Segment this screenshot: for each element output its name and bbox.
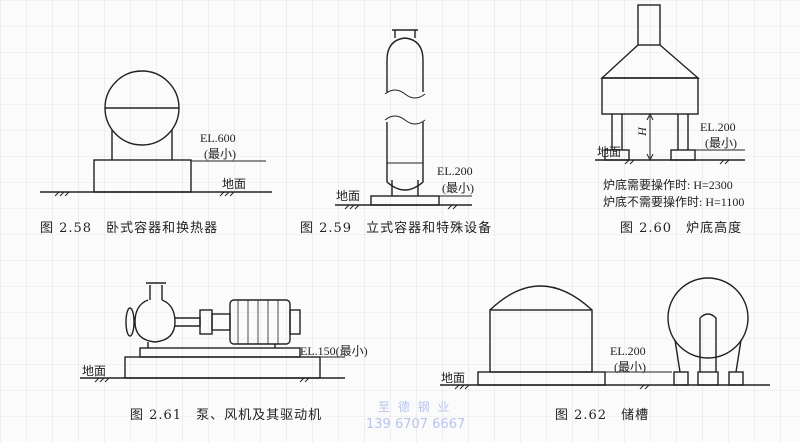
figure-caption: 图 2.60 炉底高度 bbox=[620, 221, 743, 236]
minimum-label: (最小) bbox=[442, 181, 474, 195]
height-note-operating: 炉底需要操作时: H=2300 bbox=[603, 178, 733, 192]
ground-label: 地面 bbox=[336, 189, 361, 203]
elevation-label: EL.200 bbox=[437, 164, 473, 178]
figure-caption: 图 2.62 储槽 bbox=[555, 408, 650, 423]
figure-caption: 图 2.61 泵、风机及其驱动机 bbox=[130, 408, 323, 423]
height-note-non-operating: 炉底不需要操作时: H=1100 bbox=[603, 195, 745, 209]
pump-motor-diagram bbox=[80, 282, 345, 383]
watermark-phone: 139 6707 6667 bbox=[366, 417, 466, 432]
elevation-label: EL.200 bbox=[610, 344, 646, 358]
minimum-label: (最小) bbox=[614, 360, 646, 374]
vertical-vessel-diagram bbox=[335, 29, 472, 210]
watermark-text: 至 德 钢 业 bbox=[378, 400, 452, 414]
furnace-diagram bbox=[595, 4, 745, 165]
figure-caption: 图 2.59 立式容器和特殊设备 bbox=[300, 221, 493, 236]
storage-tank-diagram bbox=[440, 277, 770, 390]
elevation-label: EL.150(最小) bbox=[300, 344, 368, 358]
minimum-label: (最小) bbox=[204, 147, 236, 161]
elevation-label: EL.600 bbox=[200, 131, 236, 145]
horizontal-vessel-diagram bbox=[40, 70, 272, 197]
ground-label: 地面 bbox=[222, 177, 247, 191]
ground-label: 地面 bbox=[441, 371, 466, 385]
elevation-label: EL.200 bbox=[700, 120, 736, 134]
figure-caption: 图 2.58 卧式容器和换热器 bbox=[40, 221, 219, 236]
minimum-label: (最小) bbox=[705, 136, 737, 150]
ground-label: 地面 bbox=[82, 364, 107, 378]
height-label: H bbox=[634, 127, 649, 136]
ground-label: 地面 bbox=[597, 145, 622, 159]
